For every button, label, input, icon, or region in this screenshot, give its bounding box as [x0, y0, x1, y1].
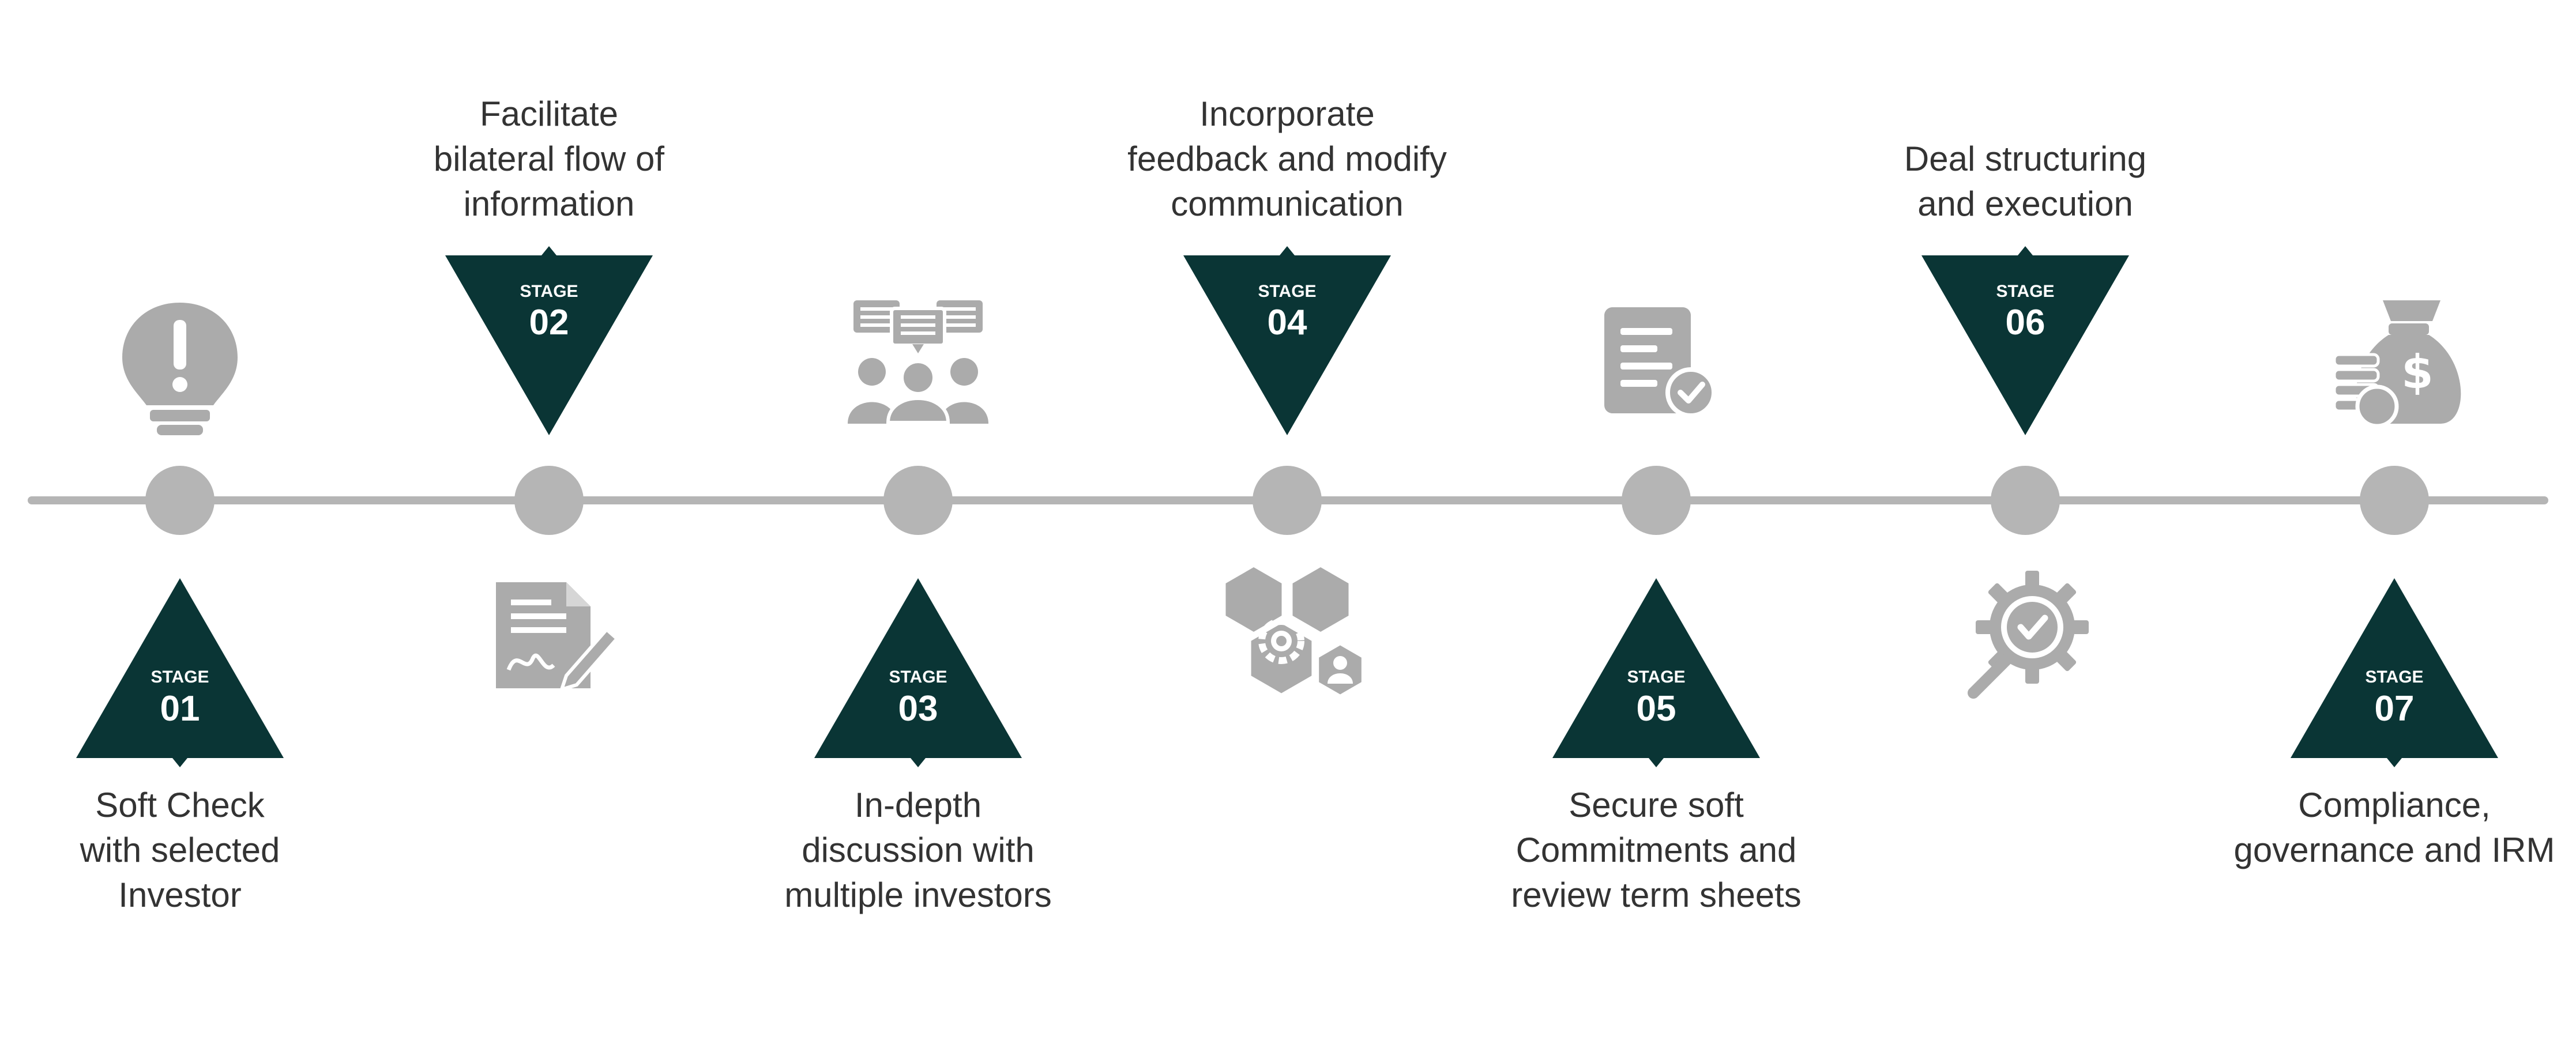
- hexagon-gear-user-icon: [1225, 567, 1365, 699]
- stage-01: STAGE 01: [76, 303, 284, 767]
- stage-07: STAGE 07 $: [2291, 300, 2498, 767]
- svg-text:$: $: [2401, 345, 2434, 399]
- signed-document-icon: [496, 582, 620, 692]
- gear-search-check-icon: [1968, 571, 2089, 699]
- stage-word: STAGE: [889, 668, 947, 687]
- stage-04: STAGE 04: [1183, 246, 1391, 699]
- stage-number: 07: [2375, 689, 2415, 729]
- stage-word: STAGE: [1627, 668, 1685, 687]
- timeline-node: [514, 466, 584, 535]
- stage-triangle: [76, 578, 284, 758]
- stage-triangle: [1552, 578, 1760, 758]
- stage-02: STAGE 02: [445, 246, 653, 692]
- stage-word: STAGE: [151, 668, 209, 687]
- stage-07-caption: Compliance, governance and IRM: [2233, 786, 2555, 869]
- stage-05: STAGE 05: [1552, 307, 1760, 767]
- stage-number: 02: [529, 303, 569, 342]
- stage-triangle: [1183, 255, 1391, 435]
- stage-word: STAGE: [520, 282, 578, 301]
- stage-triangle: [445, 255, 653, 435]
- timeline-node: [883, 466, 953, 535]
- stage-06-caption: Deal structuring and execution: [1904, 140, 2147, 223]
- stage-05-caption: Secure soft Commitments and review term …: [1511, 786, 1802, 914]
- stage-02-caption: Facilitate bilateral flow of information: [433, 95, 665, 223]
- stage-04-caption: Incorporate feedback and modify communic…: [1127, 95, 1447, 223]
- stage-03-caption: In-depth discussion with multiple invest…: [784, 786, 1052, 914]
- document-check-icon: [1604, 307, 1716, 418]
- stage-03: STAGE 03: [814, 300, 1022, 767]
- lightbulb-exclamation-icon: [122, 303, 238, 435]
- stage-triangle: [1921, 255, 2129, 435]
- stage-word: STAGE: [2365, 668, 2423, 687]
- stage-number: 05: [1637, 689, 1676, 729]
- stage-01-caption: Soft Check with selected Investor: [80, 786, 280, 914]
- stage-number: 01: [160, 689, 200, 729]
- stage-number: 06: [2006, 303, 2045, 342]
- timeline-node: [145, 466, 215, 535]
- group-discussion-icon: [848, 300, 988, 424]
- stage-06: STAGE 06: [1921, 246, 2129, 699]
- timeline-node: [1622, 466, 1691, 535]
- stage-triangle: [2291, 578, 2498, 758]
- timeline-node: [1991, 466, 2060, 535]
- stage-triangle: [814, 578, 1022, 758]
- money-bag-coins-icon: $: [2333, 300, 2461, 428]
- stage-number: 04: [1268, 303, 1307, 342]
- stage-number: 03: [898, 689, 938, 729]
- stage-word: STAGE: [1258, 282, 1316, 301]
- stage-word: STAGE: [1996, 282, 2054, 301]
- timeline-node: [2360, 466, 2429, 535]
- timeline-node: [1253, 466, 1322, 535]
